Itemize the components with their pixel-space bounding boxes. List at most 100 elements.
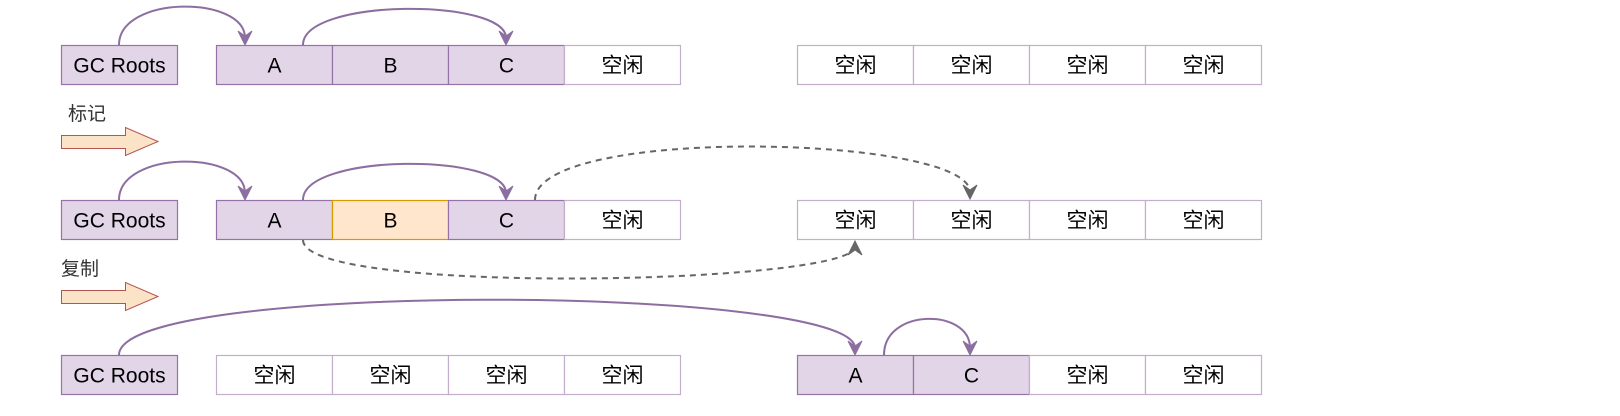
memory-cell-free: 空闲 <box>1028 44 1147 86</box>
memory-cell-label: 空闲 <box>486 365 528 388</box>
step-arrow-copy-icon <box>61 281 160 312</box>
memory-cell-label: 空闲 <box>370 365 412 388</box>
memory-cell-label: 空闲 <box>1067 210 1109 233</box>
memory-cell-live: A <box>796 354 915 396</box>
memory-cell-label: C <box>964 365 979 388</box>
memory-cell-rect <box>912 44 1031 86</box>
from-space-region: A B C 空闲 <box>215 199 682 241</box>
memory-cell-rect <box>331 354 450 396</box>
memory-cell-label: 空闲 <box>951 210 993 233</box>
step-label-mark: 标记 <box>68 103 106 125</box>
memory-cell-free: 空闲 <box>1144 199 1263 241</box>
copy-arrowhead-icon <box>847 239 863 256</box>
memory-cell-rect <box>912 199 1031 241</box>
memory-cell-label: 空闲 <box>835 55 877 78</box>
memory-cell-label: A <box>267 55 281 78</box>
connectors-layer <box>118 5 978 357</box>
memory-cell-label: 空闲 <box>1183 55 1225 78</box>
memory-cell-rect <box>447 199 566 241</box>
memory-cell-label: B <box>383 55 397 78</box>
memory-cell-rect <box>331 44 450 86</box>
memory-cell-free: 空闲 <box>563 44 682 86</box>
to-space-region: 空闲 空闲 空闲 空闲 <box>796 199 1263 241</box>
gc-roots-box: GC Roots <box>60 354 179 396</box>
reference-arrowhead-icon <box>847 340 863 357</box>
step-copy: 复制 <box>61 258 160 312</box>
memory-cell-live: A <box>215 199 334 241</box>
memory-cell-label: A <box>848 365 862 388</box>
memory-cell-rect <box>796 199 915 241</box>
memory-cell-label: 空闲 <box>1067 365 1109 388</box>
memory-cell-rect <box>447 354 566 396</box>
memory-cell-label: 空闲 <box>951 55 993 78</box>
memory-cell-free: 空闲 <box>215 354 334 396</box>
step-arrow-mark-icon <box>61 126 160 157</box>
memory-cell-live: A <box>215 44 334 86</box>
memory-cell-free: 空闲 <box>563 199 682 241</box>
gc-roots-label: GC Roots <box>73 55 165 78</box>
memory-cell-label: 空闲 <box>835 210 877 233</box>
memory-cell-live: B <box>331 44 450 86</box>
memory-cell-rect <box>563 354 682 396</box>
memory-cell-live: C <box>447 44 566 86</box>
memory-cell-live: C <box>447 199 566 241</box>
memory-cell-rect <box>1144 44 1263 86</box>
memory-cell-free: 空闲 <box>796 44 915 86</box>
memory-cell-rect <box>912 354 1031 396</box>
memory-cell-live: C <box>912 354 1031 396</box>
memory-cell-free: 空闲 <box>1144 44 1263 86</box>
gc-roots-box: GC Roots <box>60 199 179 241</box>
memory-cell-rect <box>1028 354 1147 396</box>
memory-cell-label: C <box>499 210 514 233</box>
memory-cell-free: 空闲 <box>912 199 1031 241</box>
memory-cell-label: 空闲 <box>254 365 296 388</box>
gc-roots-box: GC Roots <box>60 44 179 86</box>
from-space-region: A B C 空闲 <box>215 44 682 86</box>
memory-cell-rect <box>215 199 334 241</box>
memory-row: GC Roots 空闲 空闲 空闲 空闲 A C 空闲 空闲 <box>60 354 1263 396</box>
memory-cell-rect <box>563 199 682 241</box>
memory-cell-label: 空闲 <box>1183 210 1225 233</box>
memory-cell-free: 空闲 <box>796 199 915 241</box>
gc-roots-rect <box>60 44 179 86</box>
memory-cell-rect <box>796 44 915 86</box>
reference-arrowhead-icon <box>962 340 978 357</box>
memory-cell-garbage: B <box>331 199 450 241</box>
memory-cell-label: 空闲 <box>602 210 644 233</box>
memory-cell-label: 空闲 <box>602 55 644 78</box>
reference-arrowhead-icon <box>237 185 253 202</box>
memory-cell-rect <box>1028 199 1147 241</box>
gc-roots-rect <box>60 199 179 241</box>
reference-arrow <box>883 317 971 356</box>
memory-cell-rect <box>1144 199 1263 241</box>
to-space-region: A C 空闲 空闲 <box>796 354 1263 396</box>
memory-cell-free: 空闲 <box>447 354 566 396</box>
gc-roots-rect <box>60 354 179 396</box>
memory-cell-rect <box>1144 354 1263 396</box>
memory-cell-rect <box>447 44 566 86</box>
reference-arrowhead-icon <box>498 30 514 47</box>
copy-arrowhead-icon <box>962 184 978 201</box>
reference-arrow <box>302 162 507 201</box>
reference-arrow <box>118 5 246 46</box>
memory-cell-free: 空闲 <box>912 44 1031 86</box>
reference-arrowhead-icon <box>498 185 514 202</box>
memory-cell-label: B <box>383 210 397 233</box>
step-mark: 标记 <box>61 103 160 157</box>
memory-cell-label: A <box>267 210 281 233</box>
memory-cell-rect <box>331 199 450 241</box>
reference-arrow <box>302 7 507 46</box>
memory-cell-free: 空闲 <box>563 354 682 396</box>
memory-cell-free: 空闲 <box>1028 199 1147 241</box>
gc-roots-label: GC Roots <box>73 365 165 388</box>
memory-cell-free: 空闲 <box>1028 354 1147 396</box>
memory-cell-label: 空闲 <box>1067 55 1109 78</box>
memory-cell-free: 空闲 <box>331 354 450 396</box>
memory-cell-free: 空闲 <box>1144 354 1263 396</box>
memory-cell-label: 空闲 <box>1183 365 1225 388</box>
memory-row: GC Roots A B C 空闲 空闲 空闲 空闲 空闲 <box>60 44 1263 86</box>
memory-row: GC Roots A B C 空闲 空闲 空闲 空闲 空闲 <box>60 199 1263 241</box>
reference-arrow <box>118 298 856 356</box>
